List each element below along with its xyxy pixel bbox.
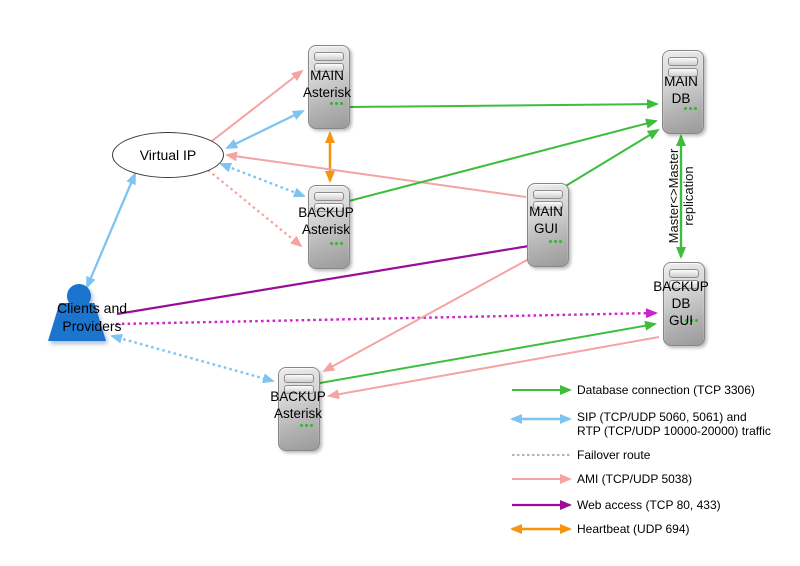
backup-asterisk-label: BACKUP Asterisk [298,205,354,237]
server-icon-backup-asterisk [308,185,350,269]
server-slot [314,203,344,212]
server-slot [314,192,344,201]
server-slot [314,52,344,61]
edge-db-main-gui-to-main-db [563,128,660,188]
edge-db-backup-asterisk-to-main-db [348,118,658,202]
virtual-ip-label: Virtual IP [139,147,197,163]
server-slot [284,385,314,394]
edge-sip-failover-clients-backup-asterisk2 [110,333,275,384]
server-slot [533,201,563,210]
edge-ami-backup-db-gui-to-backup-asterisk2 [327,336,660,400]
main-gui-label: MAIN GUI [529,204,563,236]
server-led-lights [330,102,343,105]
server-led-lights [685,319,698,322]
main-db-label: MAIN DB [664,74,698,106]
server-slot [668,68,698,77]
server-slot [284,374,314,383]
server-slot [314,63,344,72]
edge-ami-main-gui-to-backup-asterisk2 [322,247,550,372]
clients-person-icon [48,284,108,342]
person-torso [48,303,106,341]
legend-item-failover: Failover route [577,448,651,462]
backup-asterisk2-label: BACKUP Asterisk [270,389,326,421]
server-slot [669,280,699,289]
server-icon-backup-asterisk2 [278,367,320,451]
server-slot [533,190,563,199]
backup-db-gui-label: BACKUP DB GUI [653,279,709,328]
edge-db-backup-asterisk2-to-backup-db-gui [319,320,657,384]
server-led-lights [330,242,343,245]
server-icon-backup-db-gui [663,262,705,346]
legend-item-web: Web access (TCP 80, 433) [577,498,721,512]
edge-sip-virtualip-main-asterisk [225,109,305,150]
legend-item-ami: AMI (TCP/UDP 5038) [577,472,693,486]
virtual-ip-node: Virtual IP [112,132,224,178]
server-led-lights [549,240,562,243]
server-icon-main-asterisk [308,45,350,129]
server-led-lights [684,107,697,110]
edge-web-clients-to-main-gui [116,239,549,316]
edge-db-main-asterisk-to-main-db [348,99,659,110]
main-asterisk-label: MAIN Asterisk [302,68,351,100]
edge-web-failover-clients-to-backup-db-gui [115,308,658,326]
legend-item-heartbeat: Heartbeat (UDP 694) [577,522,690,536]
edge-ami-failover-virtualip-to-backup-asterisk [207,169,303,248]
legend-item-sip-rtp: SIP (TCP/UDP 5060, 5061) and RTP (TCP/UD… [577,410,771,438]
edge-ami-main-gui-to-virtualip [225,151,527,198]
clients-label: Clients and Providers [56,300,128,334]
server-icon-main-gui [527,183,569,267]
edge-sip-clients-virtualip [85,172,137,289]
legend-item-database: Database connection (TCP 3306) [577,383,755,397]
server-icon-main-db [662,50,704,134]
server-led-lights [300,424,313,427]
server-slot [668,57,698,66]
replication-label: Master<>Master replication [666,148,696,244]
edge-sip-failover-virtualip-backup-asterisk [219,162,306,198]
server-slot [669,269,699,278]
